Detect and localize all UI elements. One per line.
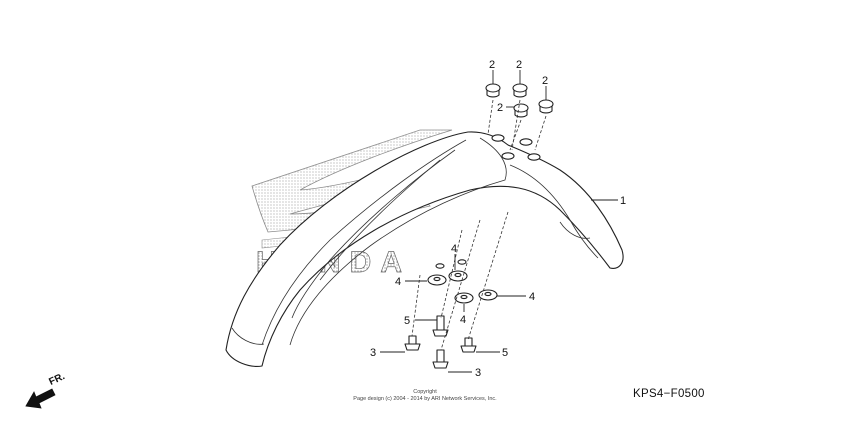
callout-5: 5 [404, 315, 410, 327]
bolt-3-left [404, 335, 421, 351]
copyright-line-1: Copyright [413, 389, 437, 395]
washer-2 [448, 270, 468, 282]
callout-3: 3 [475, 367, 481, 379]
bolt-parts [404, 315, 477, 369]
callout-2: 2 [489, 59, 495, 71]
callout-leaders [380, 70, 618, 373]
copyright-line-2: Page design (c) 2004 - 2014 by ARI Netwo… [353, 396, 497, 402]
front-fender [225, 131, 624, 367]
washer-1 [427, 274, 447, 286]
collar-2 [512, 83, 528, 98]
collar-4 [513, 103, 529, 118]
callout-labels: 1 2 2 2 2 4 4 4 4 5 3 5 3 [370, 59, 626, 379]
callout-4: 4 [529, 291, 535, 303]
callout-4: 4 [395, 276, 401, 288]
callout-2: 2 [516, 59, 522, 71]
copyright-notice: Copyright Page design (c) 2004 - 2014 by… [300, 389, 550, 403]
front-direction-arrow-icon [25, 388, 56, 409]
callout-2: 2 [542, 75, 548, 87]
bolt-5-right [460, 337, 477, 353]
washer-parts [427, 270, 498, 304]
callout-1: 1 [620, 195, 626, 207]
diagram-code: KPS4−F0500 [633, 388, 705, 400]
callout-2: 2 [497, 102, 503, 114]
assembly-lines [411, 99, 547, 351]
callout-4: 4 [451, 243, 457, 255]
bolt-3-bottom [432, 349, 449, 369]
callout-4: 4 [460, 314, 466, 326]
collar-parts [485, 83, 554, 118]
collar-3 [538, 99, 554, 114]
collar-1 [485, 83, 501, 98]
bolt-5-left [432, 315, 449, 337]
callout-3: 3 [370, 347, 376, 359]
washer-4 [478, 289, 498, 301]
washer-3 [454, 292, 474, 304]
callout-5: 5 [502, 347, 508, 359]
